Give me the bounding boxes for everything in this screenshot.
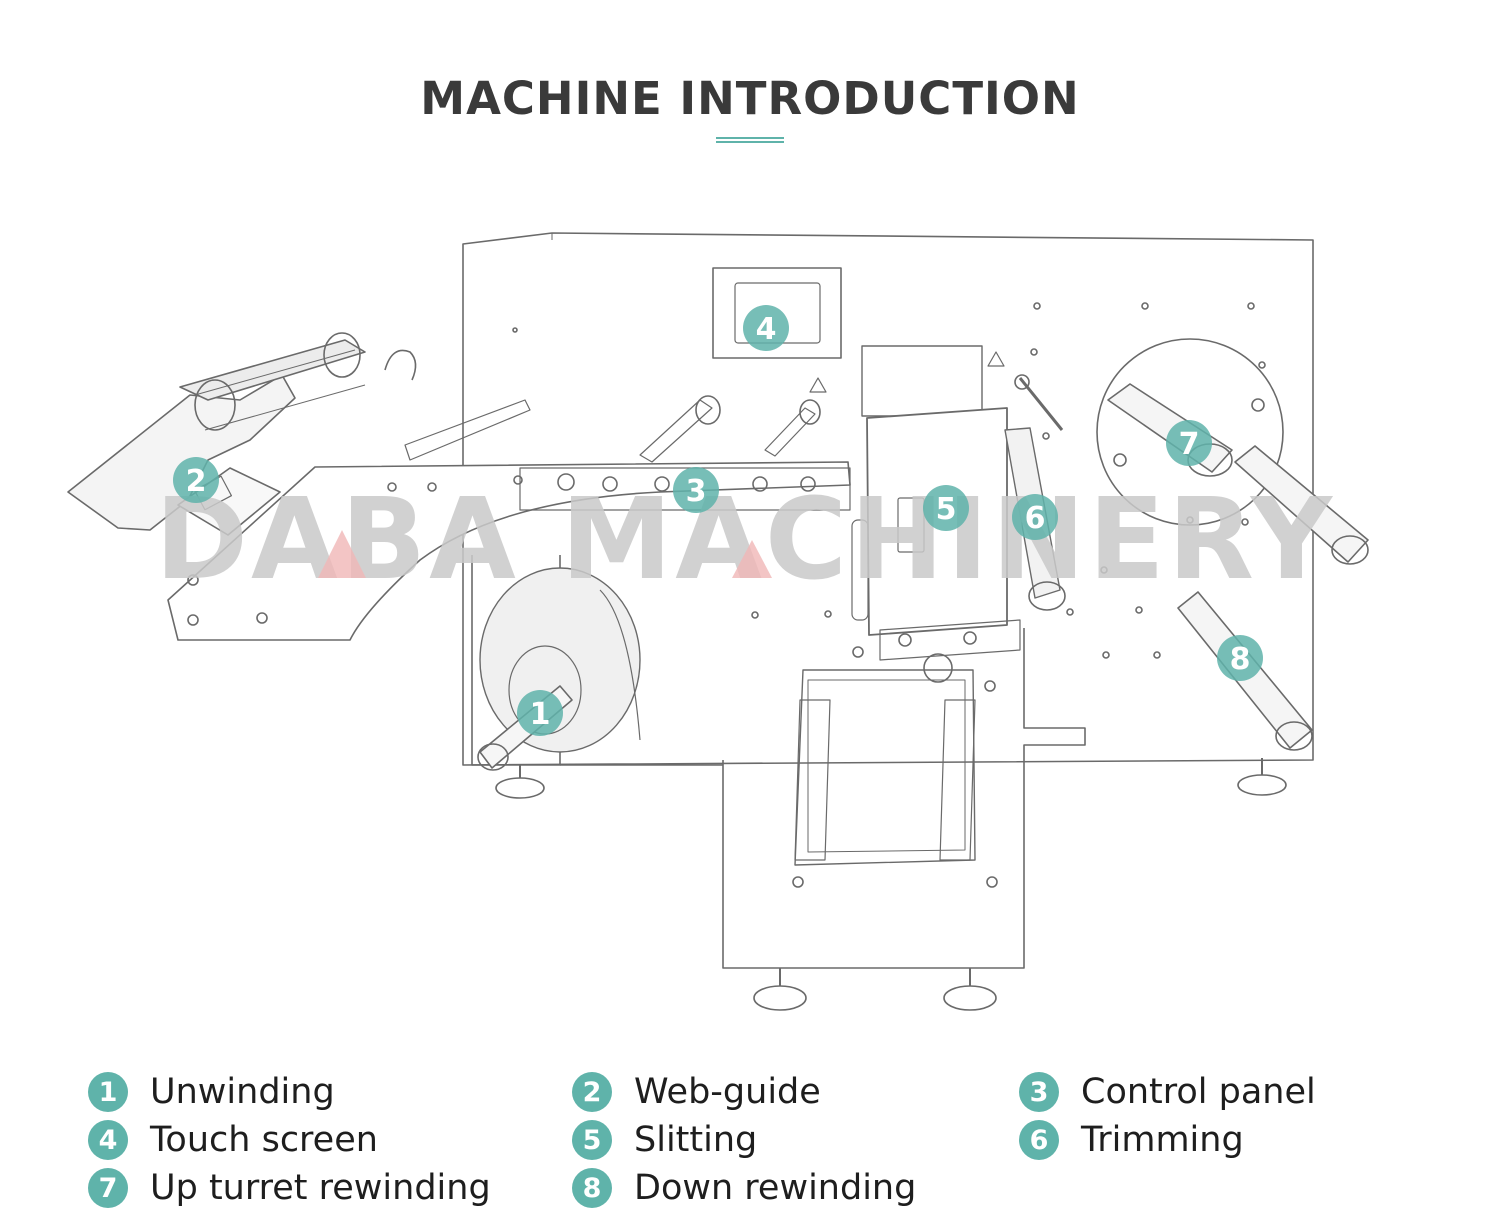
legend-item-slitting: 5 Slitting xyxy=(572,1118,757,1162)
legend-label: Trimming xyxy=(1081,1120,1244,1160)
warning-sign-icon xyxy=(987,351,1005,367)
touch-screen-housing xyxy=(712,267,842,359)
legend-label: Control panel xyxy=(1081,1072,1316,1112)
legend-item-control-panel: 3 Control panel xyxy=(1019,1070,1316,1114)
legend-item-web-guide: 2 Web-guide xyxy=(572,1070,821,1114)
legend-number-badge: 5 xyxy=(572,1120,612,1160)
legend: 1 Unwinding 2 Web-guide 3 Control panel … xyxy=(0,1060,1500,1230)
legend-label: Unwinding xyxy=(150,1072,335,1112)
marker-down-rewinding: 8 xyxy=(1217,635,1263,681)
legend-number-badge: 6 xyxy=(1019,1120,1059,1160)
title-underline-top xyxy=(716,137,784,139)
web-guide-arm xyxy=(67,374,296,531)
svg-text:7: 7 xyxy=(1179,427,1200,462)
machine-drawing xyxy=(67,232,1369,1011)
svg-text:6: 6 xyxy=(1025,501,1046,536)
marker-slitting: 5 xyxy=(923,485,969,531)
legend-label: Up turret rewinding xyxy=(150,1168,491,1208)
watermark-text: DABA MACHINERY xyxy=(155,475,1335,605)
legend-label: Down rewinding xyxy=(634,1168,917,1208)
foot xyxy=(943,985,997,1011)
foot xyxy=(495,777,545,799)
marker-touch-screen: 4 xyxy=(743,305,789,351)
svg-text:3: 3 xyxy=(686,474,707,509)
marker-up-turret-rewinding: 7 xyxy=(1166,420,1212,466)
legend-item-trimming: 6 Trimming xyxy=(1019,1118,1244,1162)
legend-number-badge: 4 xyxy=(88,1120,128,1160)
svg-text:8: 8 xyxy=(1230,642,1251,677)
marker-web-guide: 2 xyxy=(173,457,219,503)
foot xyxy=(753,985,807,1011)
slitting-frame xyxy=(861,345,983,417)
marker-control-panel: 3 xyxy=(673,467,719,513)
machine-diagram: DABA MACHINERY 1 2 3 4 5 6 7 8 xyxy=(67,232,1369,1011)
legend-number-badge: 2 xyxy=(572,1072,612,1112)
warning-sign-icon xyxy=(809,377,827,393)
svg-text:5: 5 xyxy=(936,492,957,527)
svg-text:1: 1 xyxy=(530,697,551,732)
legend-label: Slitting xyxy=(634,1120,758,1160)
legend-number-badge: 1 xyxy=(88,1072,128,1112)
watermark-accent xyxy=(318,530,366,578)
legend-label: Web-guide xyxy=(634,1072,821,1112)
turret-disk xyxy=(1096,338,1284,526)
legend-item-up-turret-rewinding: 7 Up turret rewinding xyxy=(88,1166,491,1210)
title-underline-bottom xyxy=(716,141,784,143)
front-deck-plate xyxy=(167,461,851,641)
legend-item-down-rewinding: 8 Down rewinding xyxy=(572,1166,916,1210)
page-title: MACHINE INTRODUCTION xyxy=(420,72,1080,125)
legend-number-badge: 3 xyxy=(1019,1072,1059,1112)
legend-label: Touch screen xyxy=(150,1120,378,1160)
lower-cabinet xyxy=(722,628,1086,969)
svg-text:4: 4 xyxy=(756,312,777,347)
up-rewind-shaft xyxy=(1234,445,1369,563)
marker-trimming: 6 xyxy=(1012,494,1058,540)
legend-item-unwinding: 1 Unwinding xyxy=(88,1070,335,1114)
foot xyxy=(1237,774,1287,796)
legend-item-touch-screen: 4 Touch screen xyxy=(88,1118,378,1162)
legend-number-badge: 7 xyxy=(88,1168,128,1208)
svg-text:2: 2 xyxy=(186,464,207,499)
marker-unwinding: 1 xyxy=(517,690,563,736)
watermark-accent xyxy=(732,540,772,578)
legend-number-badge: 8 xyxy=(572,1168,612,1208)
